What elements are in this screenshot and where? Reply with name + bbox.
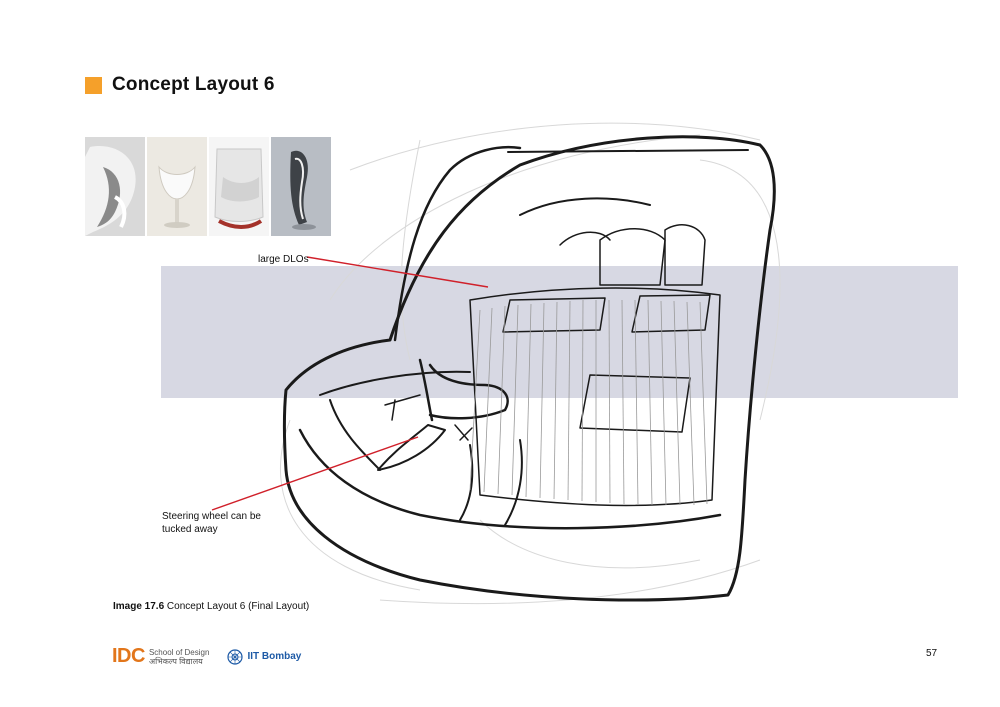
idc-subtitle-line2: अभिकल्प विद्यालय <box>148 656 203 666</box>
highlight-band <box>161 266 958 398</box>
steering-callout-line <box>211 436 419 511</box>
caption-text: Concept Layout 6 (Final Layout) <box>164 601 310 612</box>
iit-emblem-icon <box>227 648 244 665</box>
heading-accent-square <box>85 76 102 94</box>
image-caption: Image 17.6 Concept Layout 6 (Final Layou… <box>113 601 309 612</box>
idc-subtitle: School of Design अभिकल्प विद्यालय <box>149 648 209 666</box>
reference-images <box>85 137 331 236</box>
page-title: Concept Layout 6 <box>112 74 275 95</box>
idc-subtitle-line1: School of Design <box>148 647 210 657</box>
section-heading: Concept Layout 6 <box>85 74 275 96</box>
reference-image-3 <box>209 137 269 236</box>
dlo-callout-line <box>306 256 489 288</box>
callout-large-dlos: large DLOs <box>258 254 309 265</box>
page-number: 57 <box>926 648 938 659</box>
footer-logos: IDC School of Design अभिकल्प विद्यालय II… <box>112 645 301 668</box>
callout-steering-wheel: Steering wheel can be tucked away <box>162 510 272 536</box>
callout-steering-line1: Steering wheel can be <box>162 511 261 522</box>
iit-logo: IIT Bombay <box>227 648 302 665</box>
reference-image-4 <box>271 137 331 236</box>
caption-label: Image 17.6 <box>113 601 165 612</box>
reference-image-2 <box>147 137 207 236</box>
reference-image-1 <box>85 137 145 236</box>
idc-logo-text: IDC <box>112 645 145 667</box>
iit-logo-text: IIT Bombay <box>247 651 302 662</box>
callout-lines <box>211 256 489 511</box>
callout-steering-line2: tucked away <box>162 524 218 535</box>
